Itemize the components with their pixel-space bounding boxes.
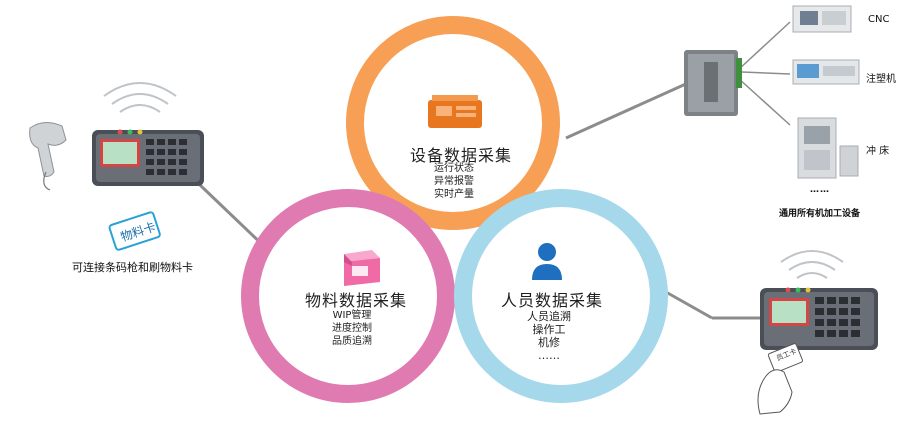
connector-lines <box>198 81 765 320</box>
material-item: WIP管理 <box>332 310 372 321</box>
equipment-title: 设备数据采集 <box>410 146 513 165</box>
machine-label-injection: 注塑机 <box>866 74 896 85</box>
equipment-item-list: 运行状态 异常报警 实时产量 <box>426 162 482 201</box>
equipment-item: 运行状态 <box>434 163 474 174</box>
cnc-machine-icon <box>792 5 852 33</box>
branch-cnc <box>737 21 791 71</box>
left-wireless-icon <box>103 82 177 113</box>
equipment-item: 实时产量 <box>434 189 474 200</box>
personnel-ring <box>454 189 668 403</box>
equipment-ring <box>346 16 560 230</box>
material-box-icon <box>344 250 380 286</box>
equipment-box-icon <box>428 95 482 128</box>
machine-label-cnc: CNC <box>868 14 890 25</box>
personnel-item: 操作工 <box>532 323 566 336</box>
injection-molding-machine-icon <box>792 59 860 85</box>
personnel-item: …… <box>538 349 560 362</box>
barcode-scanner-icon <box>29 122 67 191</box>
personnel-title: 人员数据采集 <box>501 291 604 310</box>
equipment-item: 异常报警 <box>434 176 474 187</box>
material-card <box>108 211 161 251</box>
machine-label-press: 冲 床 <box>866 146 890 157</box>
right-terminal-device <box>760 287 878 350</box>
material-item-list: WIP管理 进度控制 品质追溯 <box>323 309 381 348</box>
left-terminal-caption: 可连接条码枪和刷物料卡 <box>72 261 193 274</box>
left-terminal-device <box>92 129 204 186</box>
right-wireless-icon <box>780 250 844 279</box>
material-ring <box>241 189 455 403</box>
personnel-item: 机修 <box>538 336 560 349</box>
gateway-branches <box>737 21 791 126</box>
hand-with-employee-card-icon <box>757 343 803 415</box>
material-item: 进度控制 <box>332 323 372 334</box>
personnel-item-list: 人员追溯 操作工 机修 …… <box>521 310 577 362</box>
personnel-item: 人员追溯 <box>527 310 571 323</box>
material-title: 物料数据采集 <box>305 291 408 310</box>
material-item: 品质追溯 <box>332 336 372 347</box>
branch-injection <box>741 71 791 75</box>
connector-gateway <box>565 81 689 140</box>
branch-press <box>737 77 791 126</box>
press-machine-icon <box>797 117 859 179</box>
machines-more-ellipsis: …… <box>810 185 830 195</box>
connector-left-terminal <box>198 183 270 252</box>
gateway-device <box>684 50 742 116</box>
machines-caption: 通用所有机加工设备 <box>779 209 861 219</box>
person-icon <box>532 243 562 280</box>
